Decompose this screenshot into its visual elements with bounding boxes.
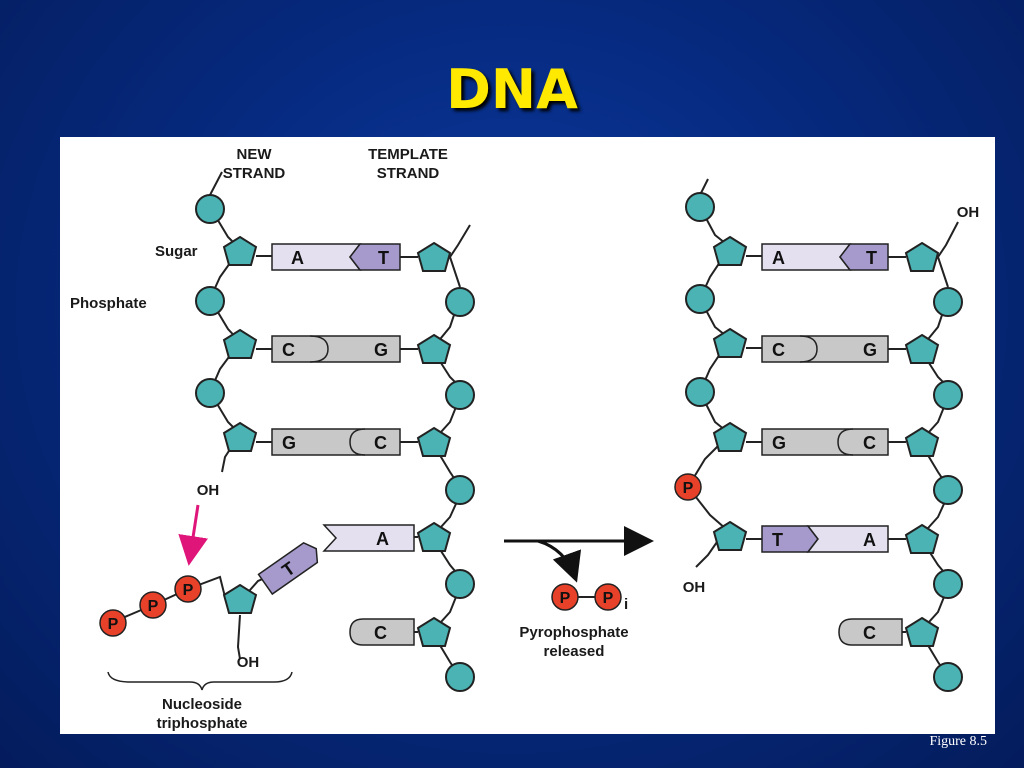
svg-text:P: P	[683, 480, 694, 497]
template-strand-sugars	[416, 241, 452, 647]
slide-title: DNA	[446, 58, 578, 121]
base-pair-c-g: C G	[271, 335, 401, 363]
pyrophosphate: P P i	[551, 583, 628, 613]
svg-text:T: T	[772, 530, 783, 550]
right-base-pair-t-a: T A	[761, 525, 889, 553]
base-g: G	[282, 433, 296, 453]
svg-text:C: C	[374, 623, 387, 643]
svg-text:P: P	[183, 582, 194, 599]
nucleoside-label-line1: Nucleoside	[162, 696, 242, 713]
svg-text:A: A	[376, 529, 389, 549]
right-base-pair-a-t: A T	[761, 243, 889, 271]
new-strand-phosphates	[195, 194, 225, 408]
new-strand-sugar-links	[256, 255, 272, 443]
template-strand-label-line2: STRAND	[377, 165, 440, 182]
base-pair-a-t: A T	[271, 243, 401, 271]
nucleoside-label-line2: triphosphate	[157, 715, 248, 732]
svg-text:C: C	[863, 623, 876, 643]
right-template-sugars	[904, 241, 940, 647]
sugar-label: Sugar	[155, 243, 198, 260]
svg-text:C: C	[772, 340, 785, 360]
base-g: G	[374, 340, 388, 360]
svg-text:P: P	[603, 590, 614, 607]
base-pair-g-c: G C	[271, 428, 401, 456]
new-strand-label-line1: NEW	[237, 146, 273, 163]
svg-text:P: P	[148, 598, 159, 615]
new-strand-sugars	[222, 235, 258, 452]
svg-text:P: P	[108, 616, 119, 633]
svg-text:G: G	[863, 340, 877, 360]
pyrophosphate-label-line1: Pyrophosphate	[519, 624, 628, 641]
svg-text:A: A	[863, 530, 876, 550]
right-new-strand-phosphates	[685, 192, 715, 407]
right-template-phosphates	[933, 287, 963, 692]
svg-text:T: T	[866, 248, 877, 268]
right-template-sugar-links	[888, 256, 906, 633]
template-base-c: C	[349, 618, 415, 646]
phosphate-label: Phosphate	[70, 295, 147, 312]
base-a: A	[291, 248, 304, 268]
right-new-strand-sugars	[712, 235, 748, 551]
oh-nucleoside: OH	[237, 654, 260, 671]
figure-caption: Figure 8.5	[929, 734, 987, 749]
right-base-pair-g-c: G C	[761, 428, 889, 456]
incoming-sugar	[222, 583, 258, 614]
magenta-arrow	[178, 504, 209, 566]
template-strand-phosphates	[445, 287, 475, 692]
dna-replication-figure: NEW STRAND TEMPLATE STRAND Sugar Phospha…	[60, 137, 995, 734]
right-new-sugar-links	[746, 255, 762, 540]
oh-3prime-right: OH	[683, 579, 706, 596]
svg-text:A: A	[772, 248, 785, 268]
pi-subscript: i	[624, 596, 628, 613]
svg-text:C: C	[863, 433, 876, 453]
template-strand-label-line1: TEMPLATE	[368, 146, 448, 163]
release-arrow	[537, 539, 582, 583]
template-base-a: A	[322, 524, 415, 552]
base-t: T	[378, 248, 389, 268]
new-strand-label-line2: STRAND	[223, 165, 286, 182]
nucleoside-brace	[107, 671, 293, 691]
incoming-base-t: T	[257, 541, 319, 596]
oh-3prime-left: OH	[197, 482, 220, 499]
svg-text:G: G	[772, 433, 786, 453]
svg-text:P: P	[560, 590, 571, 607]
pyrophosphate-label-line2: released	[544, 643, 605, 660]
right-new-strand-backbone	[687, 178, 731, 568]
right-base-pair-c-g: C G	[761, 335, 889, 363]
base-c: C	[282, 340, 295, 360]
oh-template-top: OH	[957, 204, 980, 221]
right-new-phosphate-red: P	[674, 473, 702, 501]
phosphate-red-beads: P P P	[99, 575, 202, 637]
base-c: C	[374, 433, 387, 453]
right-template-base-c: C	[838, 618, 903, 646]
template-strand-sugar-links	[400, 256, 418, 633]
